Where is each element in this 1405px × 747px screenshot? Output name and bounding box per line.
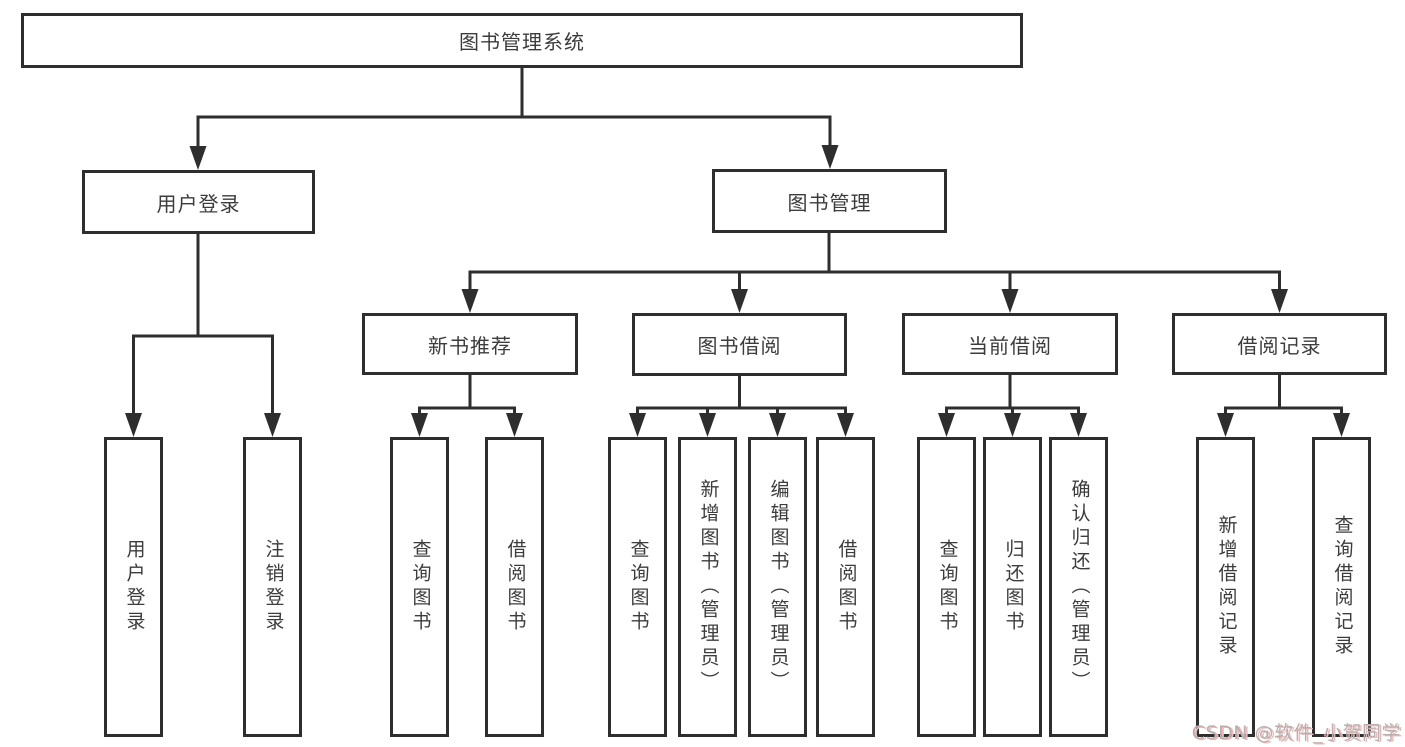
arrowhead-icon <box>1001 289 1019 313</box>
arrowhead-icon <box>821 145 839 169</box>
node-book-management: 图书管理 <box>712 169 947 233</box>
connector-root-to-level2 <box>189 66 839 170</box>
arrowhead-icon <box>938 413 955 437</box>
connector-user-login-branch <box>125 232 281 437</box>
arrowhead-icon <box>411 413 428 437</box>
node-leaf-confirm-return-admin: 确认归还（管理员） <box>1049 437 1108 737</box>
connector-current-borrow-branch <box>938 373 1087 437</box>
arrowhead-icon <box>769 413 786 437</box>
node-leaf-logout: 注销登录 <box>243 437 302 737</box>
arrowhead-icon <box>125 413 142 437</box>
arrowhead-icon <box>189 146 207 170</box>
arrowhead-icon <box>506 413 523 437</box>
connector-new-book-rec-branch <box>411 373 523 437</box>
node-leaf-edit-books-admin: 编辑图书（管理员） <box>748 437 807 737</box>
arrowhead-icon <box>461 289 479 313</box>
node-leaf-borrow-books-2: 借阅图书 <box>816 437 875 737</box>
node-root-library-system: 图书管理系统 <box>21 13 1023 68</box>
arrowhead-icon <box>629 413 646 437</box>
node-leaf-query-books-1: 查询图书 <box>390 437 449 737</box>
node-leaf-query-borrow-record: 查询借阅记录 <box>1312 437 1371 737</box>
node-leaf-query-books-3: 查询图书 <box>917 437 976 737</box>
connector-book-borrow-branch <box>629 373 854 437</box>
node-leaf-query-books-2: 查询图书 <box>608 437 667 737</box>
arrowhead-icon <box>1070 413 1087 437</box>
node-leaf-return-books: 归还图书 <box>983 437 1042 737</box>
connector-book-mgmt-branch <box>461 231 1288 313</box>
node-book-borrow: 图书借阅 <box>632 313 847 376</box>
arrowhead-icon <box>1217 413 1234 437</box>
arrowhead-icon <box>1004 413 1021 437</box>
arrowhead-icon <box>1333 413 1350 437</box>
node-leaf-add-books-admin: 新增图书（管理员） <box>678 437 737 737</box>
csdn-watermark: CSDN @软件_小贺同学 <box>1191 722 1401 744</box>
node-leaf-borrow-books-1: 借阅图书 <box>485 437 544 737</box>
arrowhead-icon <box>837 413 854 437</box>
node-leaf-add-borrow-record: 新增借阅记录 <box>1196 437 1255 737</box>
arrowhead-icon <box>699 413 716 437</box>
node-new-book-recommend: 新书推荐 <box>362 313 578 375</box>
arrowhead-icon <box>264 413 281 437</box>
node-user-login: 用户登录 <box>82 170 315 234</box>
node-current-borrow: 当前借阅 <box>902 313 1118 375</box>
connector-borrow-records-branch <box>1217 373 1350 437</box>
node-borrow-records: 借阅记录 <box>1172 313 1387 375</box>
node-leaf-user-login: 用户登录 <box>104 437 163 737</box>
arrowhead-icon <box>731 289 748 313</box>
arrowhead-icon <box>1271 289 1288 313</box>
